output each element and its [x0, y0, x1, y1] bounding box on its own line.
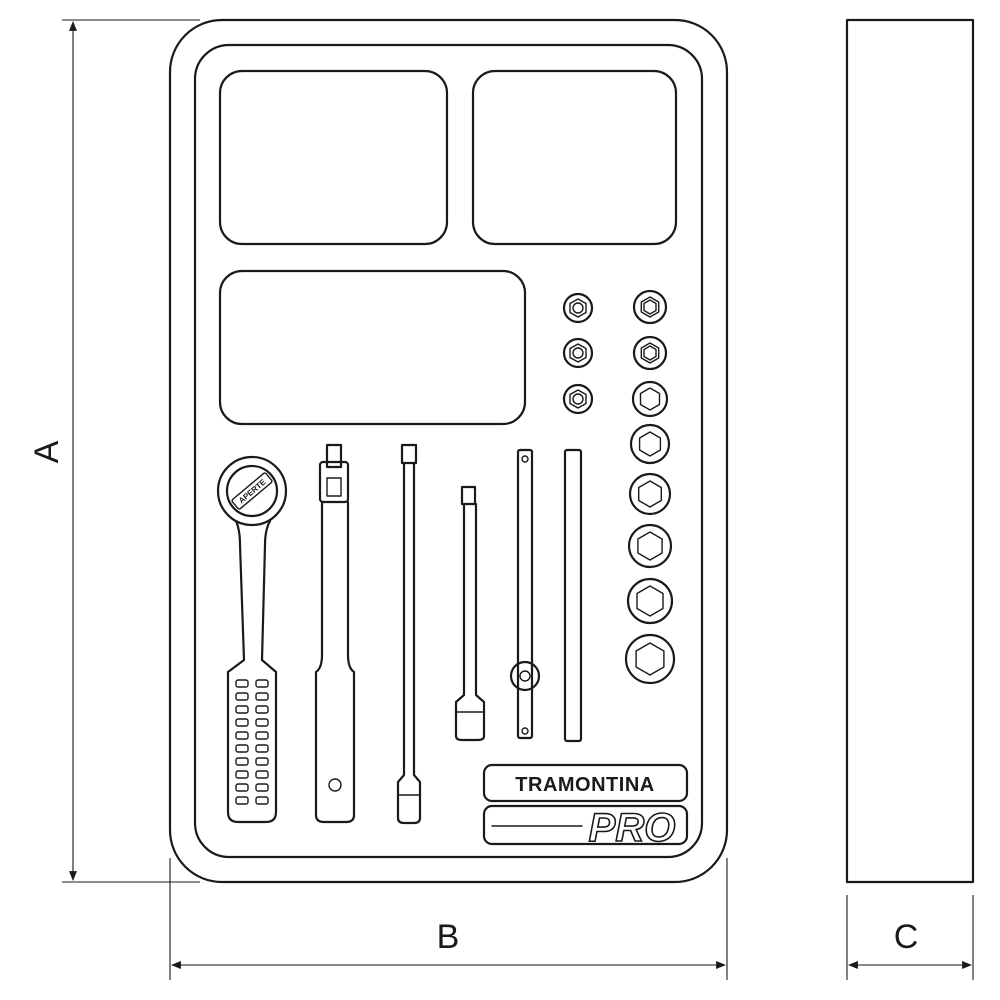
straight-bar [563, 448, 583, 743]
socket-2 [632, 335, 668, 371]
extension-bar-short [454, 485, 486, 742]
brand-line: PRO [589, 806, 676, 850]
small-socket-1 [562, 292, 594, 324]
socket-8 [624, 633, 676, 685]
tray-side-view [845, 18, 975, 884]
socket-4 [629, 423, 671, 465]
socket-7 [626, 577, 674, 625]
brand-line-plate [482, 804, 689, 846]
brand-name-plate [482, 763, 689, 803]
small-socket-2 [562, 337, 594, 369]
socket-1 [632, 289, 668, 325]
brand-name: TRAMONTINA [515, 774, 654, 796]
flex-handle [314, 443, 356, 824]
socket-3 [631, 380, 669, 418]
ratchet-wrench: APERTE [216, 455, 288, 824]
ratchet-grip [235, 679, 269, 805]
dimension-label-a: A [28, 440, 66, 463]
dimension-a: A [28, 19, 200, 883]
dimension-c: C [846, 895, 974, 980]
dimension-b: B [169, 858, 728, 980]
dimension-label-c: C [894, 918, 919, 956]
sliding-t-bar [509, 448, 541, 740]
small-socket-3 [562, 383, 594, 415]
brand-plate: TRAMONTINA PRO [482, 763, 689, 851]
tray-outer-outline [168, 18, 729, 884]
tray-inner-outline [193, 43, 704, 859]
extension-bar-long [396, 443, 422, 825]
dimension-label-b: B [437, 918, 460, 956]
pocket-middle [218, 269, 527, 426]
socket-6 [627, 523, 673, 569]
socket-5 [628, 472, 672, 516]
pocket-top-right [471, 69, 678, 246]
ratchet-selector-lever [231, 472, 273, 510]
pocket-top-left [218, 69, 449, 246]
